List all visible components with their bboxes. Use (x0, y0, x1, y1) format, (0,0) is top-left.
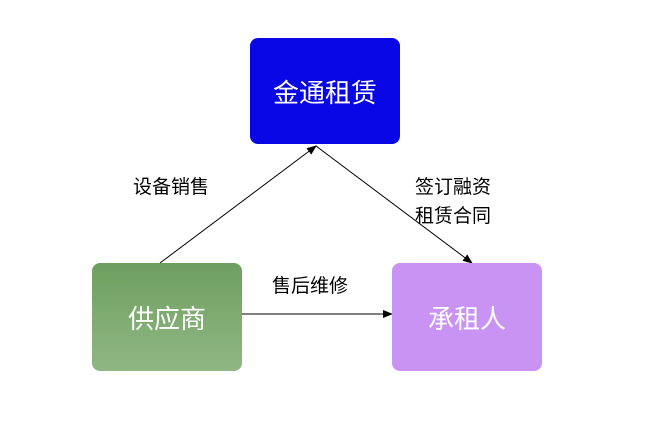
node-lessee: 承租人 (392, 263, 542, 371)
node-supplier-label: 供应商 (127, 304, 206, 335)
edge-label-equipment-sales: 设备销售 (133, 176, 210, 198)
edge-label-contract-line1: 签订融资 (415, 176, 492, 198)
node-jintong-leasing-label: 金通租赁 (272, 78, 377, 109)
edge-leasing-to-lessee (315, 145, 473, 264)
edge-label-contract-line2: 租赁合同 (415, 205, 492, 227)
edge-supplier-to-leasing (159, 145, 317, 264)
node-jintong-leasing: 金通租赁 (250, 38, 400, 144)
node-lessee-label: 承租人 (427, 304, 506, 335)
edge-label-after-sales-service: 售后维修 (272, 275, 349, 297)
node-supplier: 供应商 (92, 263, 242, 371)
